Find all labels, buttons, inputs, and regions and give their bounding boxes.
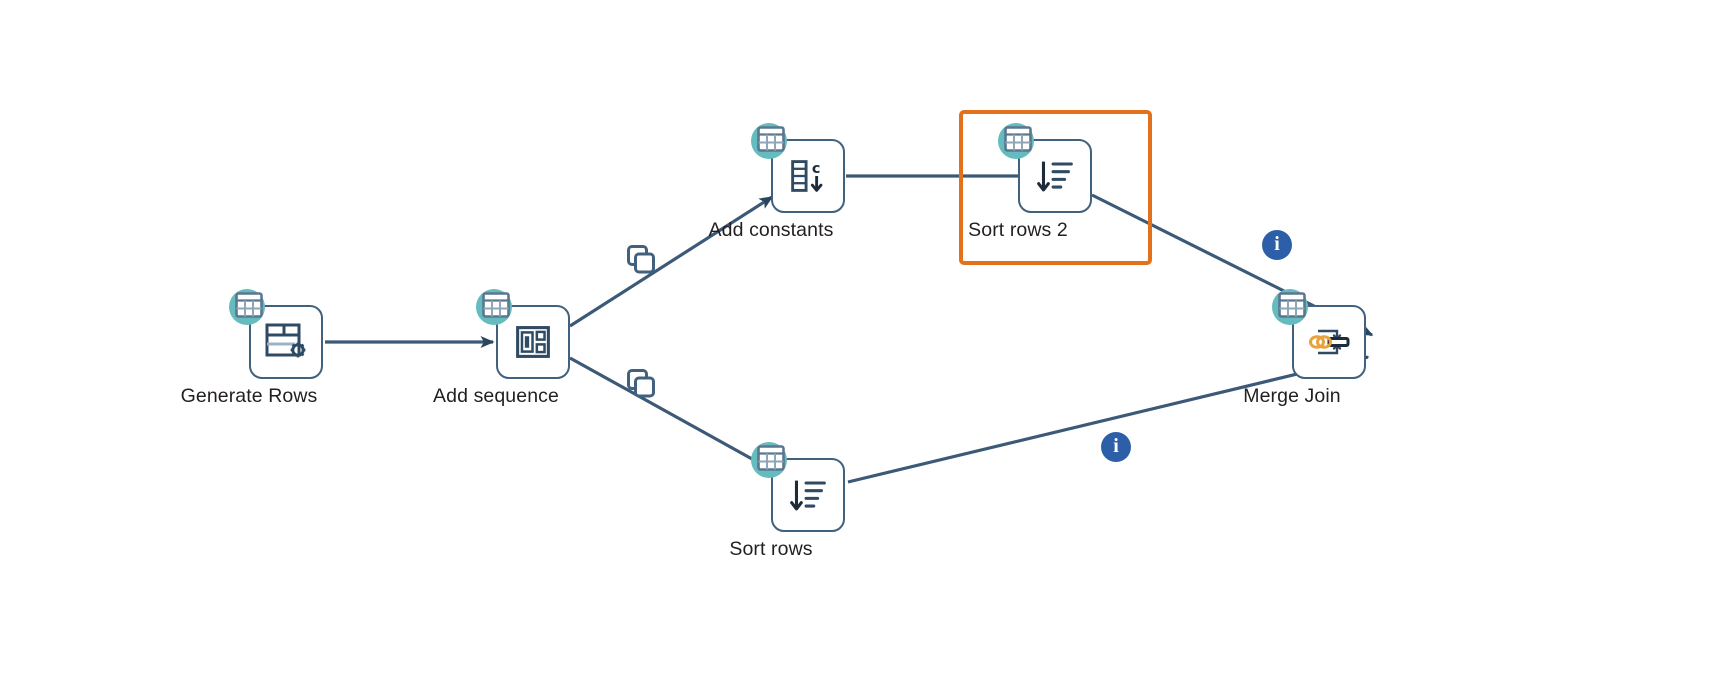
generate-rows-icon bbox=[249, 305, 323, 379]
hop-sequence-to-constants[interactable] bbox=[569, 195, 774, 328]
node-label: Merge Join bbox=[1243, 385, 1341, 407]
add-sequence-icon bbox=[496, 305, 570, 379]
info-icon[interactable]: i bbox=[1101, 432, 1131, 462]
data-grid-icon[interactable] bbox=[1276, 289, 1307, 320]
sort-rows-icon bbox=[771, 458, 845, 532]
info-icon[interactable]: i bbox=[1262, 230, 1292, 260]
data-grid-icon[interactable] bbox=[480, 289, 511, 320]
hop-sortrows-to-mergejoin[interactable] bbox=[847, 354, 1370, 484]
svg-text:c: c bbox=[812, 161, 821, 177]
merge-join-icon bbox=[1292, 305, 1366, 379]
sort-rows-icon bbox=[1018, 139, 1092, 213]
node-label: Add constants bbox=[708, 219, 834, 241]
data-grid-icon[interactable] bbox=[1002, 123, 1033, 154]
info-icon-glyph: i bbox=[1113, 435, 1119, 457]
node-label: Add sequence bbox=[433, 385, 559, 407]
data-grid-icon[interactable] bbox=[755, 442, 786, 473]
add-constants-icon: c bbox=[771, 139, 845, 213]
node-label: Generate Rows bbox=[180, 385, 318, 407]
copy-distribution-icon[interactable] bbox=[624, 243, 658, 277]
copy-distribution-icon[interactable] bbox=[624, 367, 658, 401]
data-grid-icon[interactable] bbox=[755, 123, 786, 154]
node-label: Sort rows bbox=[729, 538, 813, 560]
node-label: Sort rows 2 bbox=[968, 219, 1068, 241]
data-grid-icon[interactable] bbox=[233, 289, 264, 320]
info-icon-glyph: i bbox=[1274, 233, 1280, 255]
